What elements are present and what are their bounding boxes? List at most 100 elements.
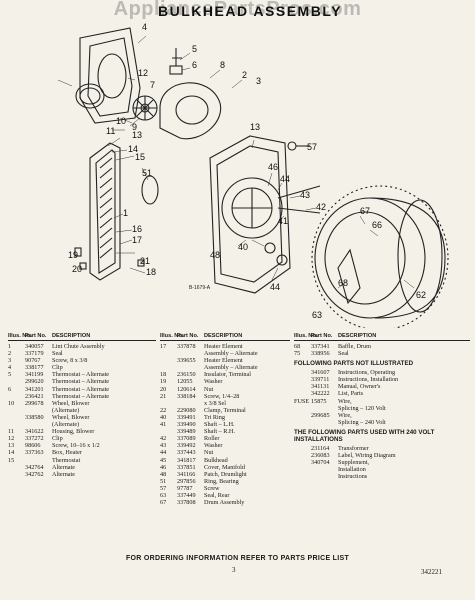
illus-number <box>8 471 25 478</box>
part-description: Screw, 10–16 x 1/2 <box>52 442 100 450</box>
callout-label: 6 <box>192 60 197 70</box>
illus-number <box>294 452 311 459</box>
part-description: Seal <box>338 350 349 358</box>
part-number: 339490 <box>177 421 196 429</box>
illus-number: 41 <box>160 421 167 429</box>
illus-number: 10 <box>8 399 15 407</box>
callout-label: 48 <box>210 250 220 260</box>
part-number <box>177 400 204 407</box>
part-number: 337449 <box>177 491 196 499</box>
callout-label: 21 <box>140 256 150 266</box>
callout-label: 51 <box>142 168 152 178</box>
part-description: Insulator, Terminal <box>204 371 251 379</box>
part-number: 338177 <box>25 364 44 372</box>
illus-number <box>294 405 311 412</box>
part-number: 341199 <box>25 371 44 379</box>
illus-number: 44 <box>160 449 167 457</box>
illus-number <box>294 376 311 383</box>
parts-row: 5 341199 Thermostat – Alternate <box>8 371 156 378</box>
part-description: Thermostat – Alternate <box>52 392 110 400</box>
part-description: (Alternate) <box>52 406 80 414</box>
illus-number: 5 <box>8 371 12 379</box>
part-number: 337363 <box>25 449 44 457</box>
part-description: Alternate <box>52 470 76 478</box>
part-number: 337089 <box>177 435 196 443</box>
callout-label: 42 <box>316 202 326 212</box>
illus-number <box>294 369 311 376</box>
part-number: 338580 <box>25 413 44 421</box>
part-number: 229080 <box>177 406 196 414</box>
callout-label: 17 <box>132 235 142 245</box>
column-header: Illus. No. Part No. DESCRIPTION <box>294 333 470 341</box>
callout-label: 13 <box>132 130 142 140</box>
part-number <box>25 457 52 464</box>
diagram-code: B-1679-A <box>189 285 211 291</box>
part-description: Splicing – 240 Volt <box>338 418 386 426</box>
part-number: 341817 <box>177 456 196 464</box>
part-number <box>311 473 338 480</box>
callout-label: 43 <box>300 190 310 200</box>
part-description: Wire, <box>338 397 352 405</box>
volt240-heading: THE FOLLOWING PARTS USED WITH 240 VOLT I… <box>294 428 435 443</box>
part-description: Splicing – 120 Volt <box>338 404 386 412</box>
part-description: Baffle, Drum <box>338 343 371 350</box>
callout-label: 8 <box>220 60 225 70</box>
column-header: Illus. No. Part No. DESCRIPTION <box>160 333 290 341</box>
illus-number: 67 <box>160 499 167 507</box>
part-description: Supplement, <box>338 459 370 467</box>
illus-number <box>294 445 311 452</box>
part-number <box>311 466 338 473</box>
part-description: Manual, Owner's <box>338 383 381 391</box>
callout-label: 63 <box>312 310 322 320</box>
exploded-parts-diagram: 4 5 6 7 12 13 14 15 51 1 16 17 21 18 19 … <box>57 22 449 328</box>
ordering-footer: FOR ORDERING INFORMATION REFER TO PARTS … <box>125 555 350 562</box>
part-number: 12055 <box>177 378 193 386</box>
part-number: 337851 <box>177 463 196 471</box>
callout-label: 7 <box>150 80 155 90</box>
illus-number <box>8 378 25 385</box>
illus-number: 48 <box>160 470 167 478</box>
illus-number <box>160 428 177 435</box>
part-number: 339489 <box>177 428 196 436</box>
part-number: 236083 <box>311 452 330 460</box>
part-description: Thermostat – Alternate <box>52 371 110 379</box>
part-number: 231164 <box>311 444 330 452</box>
illus-number: 4 <box>8 364 12 372</box>
column-header: Illus. No. Part No. DESCRIPTION <box>8 333 156 341</box>
part-number: 337808 <box>177 499 196 507</box>
part-description: Assembly – Alternate <box>204 364 258 372</box>
part-number: 337272 <box>25 435 44 443</box>
part-number: 338184 <box>177 392 196 400</box>
part-description: Clip <box>52 364 63 372</box>
part-description: Housing, Blower <box>52 428 95 436</box>
callout-label: 15 <box>135 152 145 162</box>
part-description: Ring, Bearing <box>204 477 239 485</box>
part-description: Nut <box>204 385 214 393</box>
callout-label: 66 <box>372 220 382 230</box>
illus-number: 6 <box>8 385 12 393</box>
part-number: 339655 <box>177 357 196 365</box>
illus-number: 40 <box>160 413 167 421</box>
illus-number <box>294 383 311 390</box>
callout-label: 1 <box>123 208 128 218</box>
illus-number: 2 <box>8 350 12 358</box>
part-description: Clip <box>52 435 63 443</box>
illus-number: 15 <box>8 456 15 464</box>
callout-label: 11 <box>106 126 115 136</box>
illus-number: 21 <box>160 392 167 400</box>
part-description: Seal <box>52 350 63 358</box>
parts-row: (Alternate) <box>8 407 156 414</box>
part-number <box>177 350 204 357</box>
